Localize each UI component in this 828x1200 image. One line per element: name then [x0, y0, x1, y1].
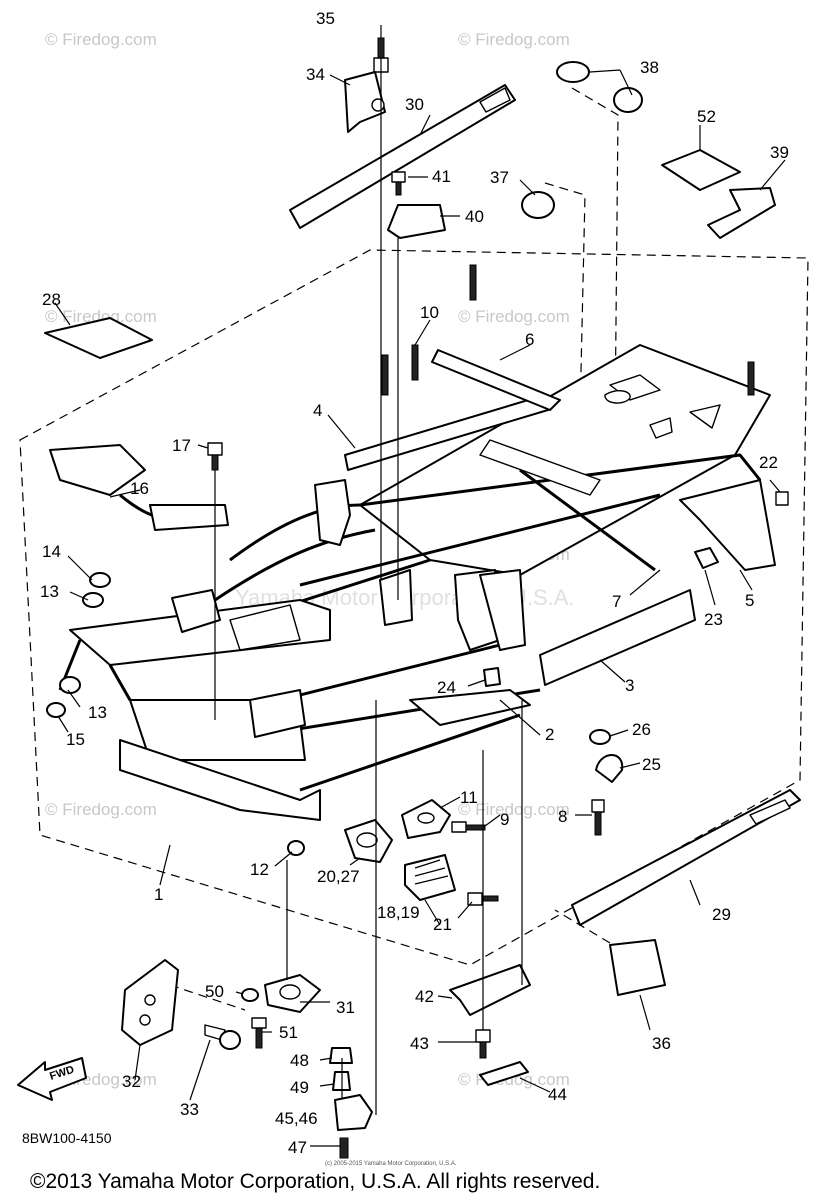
- callout-37: 37: [490, 168, 509, 187]
- callout-34: 34: [306, 65, 325, 84]
- callout-33: 33: [180, 1100, 199, 1119]
- callout-44: 44: [548, 1085, 567, 1104]
- callout-49: 49: [290, 1078, 309, 1097]
- callout-11: 11: [460, 788, 478, 807]
- callout-42: 42: [415, 987, 434, 1006]
- callout-6: 6: [525, 330, 534, 349]
- callout-45-46: 45,46: [275, 1109, 318, 1128]
- watermark: © Firedog.com: [45, 800, 157, 819]
- callout-28: 28: [42, 290, 61, 309]
- callout-48: 48: [290, 1051, 309, 1070]
- watermark: © Firedog.com: [458, 307, 570, 326]
- callout-2: 2: [545, 725, 554, 744]
- callout-31: 31: [336, 998, 355, 1017]
- callout-32: 32: [122, 1072, 141, 1091]
- callout-labels: 35 34 30 41 40 38 37 52 39 28 10 6 4 17 …: [40, 9, 789, 1157]
- callout-39: 39: [770, 143, 789, 162]
- callout-23: 23: [704, 610, 723, 629]
- main-frame: [58, 344, 776, 821]
- callout-10: 10: [420, 303, 439, 322]
- callout-15: 15: [66, 730, 85, 749]
- watermark: © Firedog.com: [45, 307, 157, 326]
- callout-52: 52: [697, 107, 716, 126]
- callout-20-27: 20,27: [317, 867, 360, 886]
- callout-12: 12: [250, 860, 269, 879]
- diagram-code: 8BW100-4150: [22, 1130, 112, 1146]
- callout-9: 9: [500, 810, 509, 829]
- callout-21: 21: [433, 915, 452, 934]
- callout-35: 35: [316, 9, 335, 28]
- callout-40: 40: [465, 207, 484, 226]
- copyright-notice: ©2013 Yamaha Motor Corporation, U.S.A. A…: [30, 1170, 600, 1193]
- callout-5: 5: [745, 591, 754, 610]
- callout-16: 16: [130, 479, 149, 498]
- callout-1: 1: [154, 885, 163, 904]
- callout-3: 3: [625, 676, 634, 695]
- loose-parts: [44, 37, 801, 1159]
- leader-lines: [54, 25, 786, 1147]
- callout-51: 51: [279, 1023, 298, 1042]
- callout-7: 7: [612, 592, 621, 611]
- callout-47: 47: [288, 1138, 307, 1157]
- callout-4: 4: [313, 401, 322, 420]
- forward-arrow-icon: FWD: [17, 1057, 87, 1101]
- watermark: © Firedog.com: [45, 30, 157, 49]
- callout-17: 17: [172, 436, 191, 455]
- callout-8: 8: [558, 807, 567, 826]
- callout-25: 25: [642, 755, 661, 774]
- callout-13: 13: [88, 703, 107, 722]
- callout-13: 13: [40, 582, 59, 601]
- callout-29: 29: [712, 905, 731, 924]
- callout-43: 43: [410, 1034, 429, 1053]
- callout-41: 41: [432, 167, 451, 186]
- callout-24: 24: [437, 678, 456, 697]
- assembly-outline: [19, 87, 809, 1011]
- callout-38: 38: [640, 58, 659, 77]
- callout-18-19: 18,19: [377, 903, 420, 922]
- small-copyright: (c) 2005-2015 Yamaha Motor Corporation, …: [325, 1161, 457, 1167]
- watermark: © Firedog.com: [458, 30, 570, 49]
- callout-14: 14: [42, 542, 61, 561]
- callout-22: 22: [759, 453, 778, 472]
- callout-30: 30: [405, 95, 424, 114]
- callout-50: 50: [205, 982, 224, 1001]
- watermark: © Firedog.com: [458, 800, 570, 819]
- callout-26: 26: [632, 720, 651, 739]
- callout-36: 36: [652, 1034, 671, 1053]
